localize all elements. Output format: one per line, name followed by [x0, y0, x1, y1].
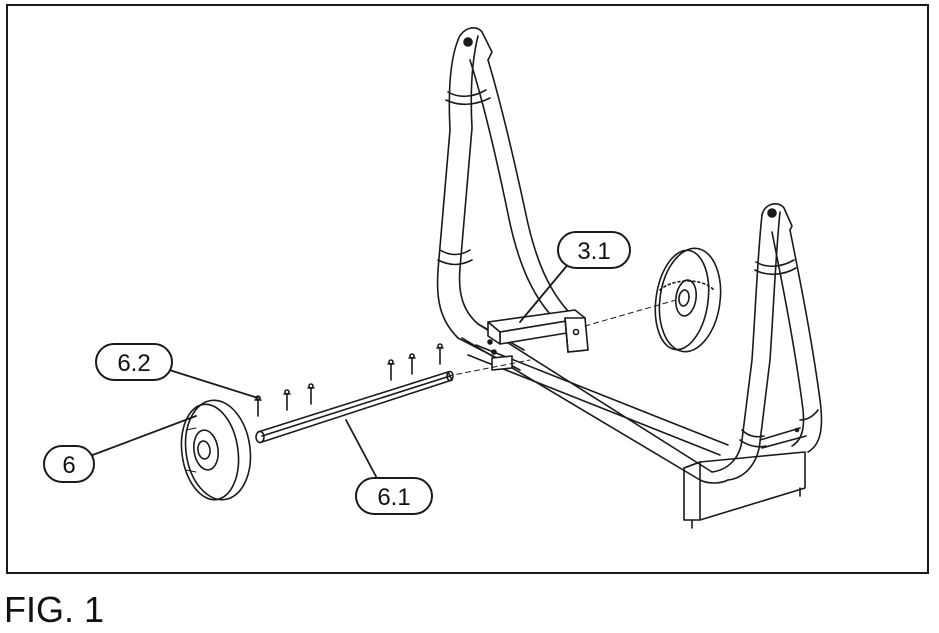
callout-6-2-label: 6.2 [117, 350, 150, 377]
callout-leaders [89, 261, 571, 485]
callout-6: 6 [43, 445, 95, 483]
callout-6-2: 6.2 [95, 343, 173, 381]
rear-bottom-rail [467, 344, 729, 456]
alignment-lines [447, 299, 677, 377]
front-wheel [180, 399, 252, 501]
base-foot [683, 451, 806, 529]
callout-3-1: 3.1 [557, 231, 631, 269]
rear-wheel [654, 247, 722, 353]
axle-bracket-3-1 [487, 309, 589, 371]
callout-6-1: 6.1 [355, 477, 433, 515]
callout-6-1-label: 6.1 [377, 484, 410, 511]
figure-caption: FIG. 1 [4, 589, 105, 630]
axle-6-1 [255, 370, 454, 444]
callout-6-label: 6 [62, 452, 75, 479]
left-upright-frame [436, 27, 576, 371]
split-pins-6-2 [254, 343, 444, 417]
callout-3-1-label: 3.1 [577, 238, 610, 265]
right-upright-frame [711, 203, 823, 481]
